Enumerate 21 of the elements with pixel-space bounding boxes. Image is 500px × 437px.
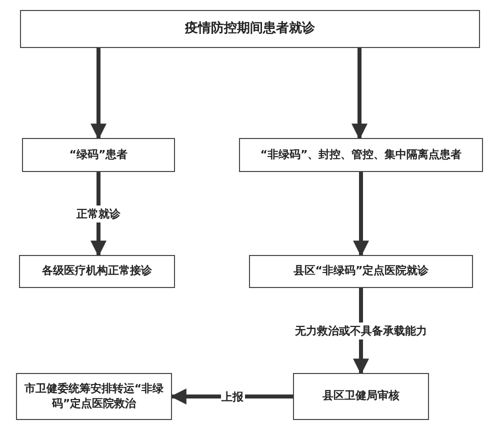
process-box	[293, 373, 429, 420]
edge-label: 上报	[220, 388, 244, 405]
box-text: 县区卫健局审核	[322, 389, 400, 404]
arrow	[170, 388, 293, 404]
edge-label: 正常就诊	[76, 205, 122, 222]
box-text: 疫情防控期间患者就诊	[185, 20, 315, 38]
process-box	[16, 373, 172, 420]
arrow	[353, 172, 369, 257]
process-box	[19, 255, 175, 288]
box-text: 各级医疗机构正常接诊	[42, 264, 152, 279]
process-box	[20, 10, 480, 48]
box-text: 县区“非绿码”定点医院就诊	[293, 264, 429, 279]
edge-label: 无力救治或不具备承载能力	[294, 322, 428, 339]
box-text: 市卫健委统筹安排转运“非绿码”定点医院救治	[23, 382, 165, 412]
arrow	[352, 48, 368, 140]
arrow	[90, 48, 106, 140]
process-box	[22, 138, 175, 172]
box-text: “绿码”患者	[69, 148, 128, 162]
process-box	[239, 138, 483, 172]
process-box	[249, 255, 473, 288]
box-text: “非绿码”、封控、管控、集中隔离点患者	[260, 148, 462, 162]
